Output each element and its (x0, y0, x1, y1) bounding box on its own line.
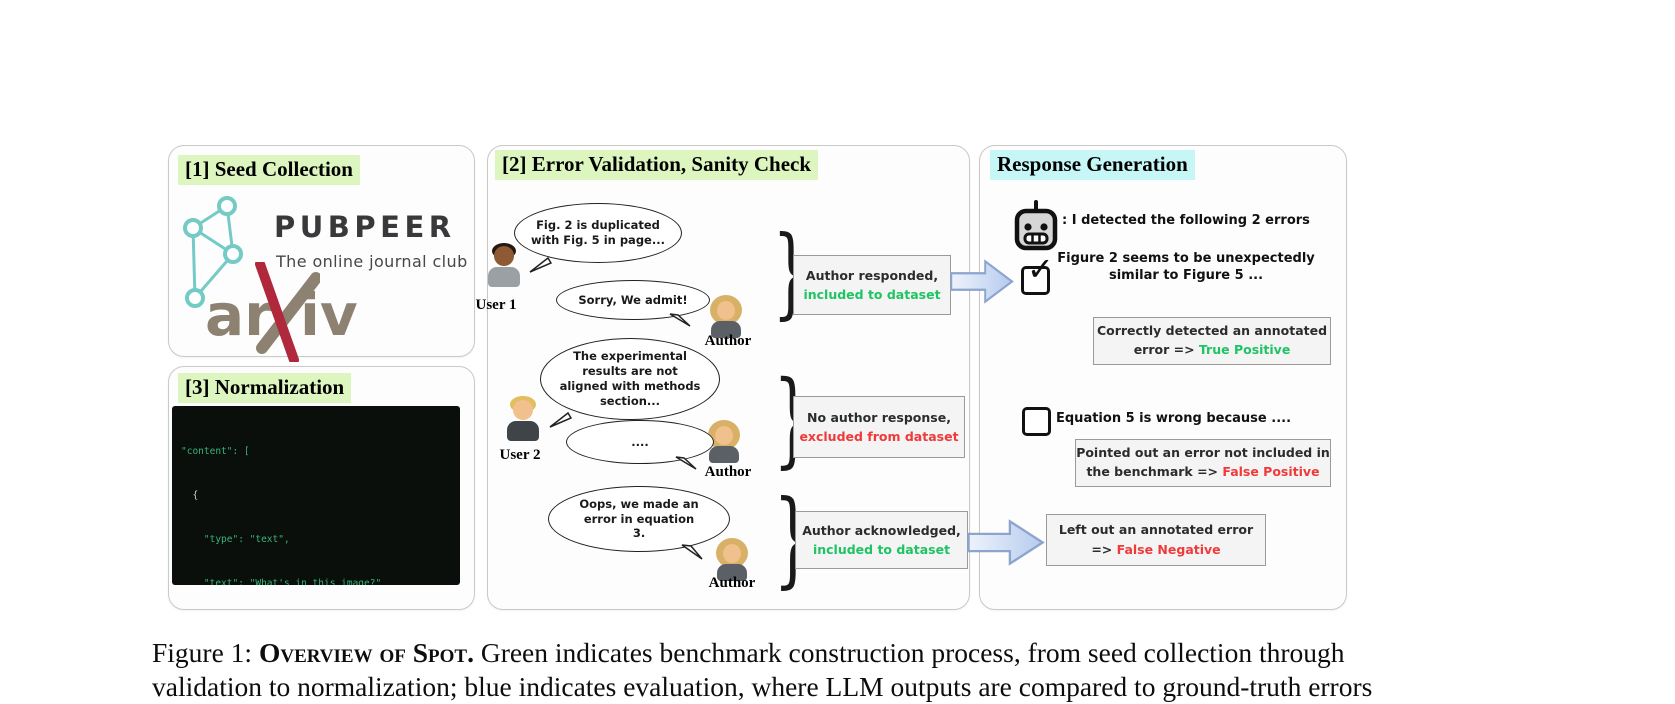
detected-error-2: Equation 5 is wrong because .... (1056, 411, 1292, 426)
arxiv-ar-text: ar (205, 281, 273, 349)
speech-bubble-user2: The experimental results are not aligned… (540, 338, 720, 420)
arrow-to-response-icon (950, 259, 1014, 304)
json-code-block: "content": [ { "type": "text", "text": "… (172, 406, 460, 585)
speech-bubble-user1: Fig. 2 is duplicated with Fig. 5 in page… (514, 203, 682, 263)
code-line: { (181, 489, 199, 501)
bubble-tail (675, 456, 697, 470)
bubble-tail (669, 313, 691, 327)
false-negative-box: Left out an annotated error => False Neg… (1046, 514, 1266, 566)
speech-bubble-author3: Oops, we made an error in equation 3. (548, 486, 730, 552)
speech-bubble-author2: .... (566, 420, 714, 464)
code-line: "text": "What's in this image?" (181, 577, 382, 585)
error-validation-title: [2] Error Validation, Sanity Check (495, 150, 819, 180)
robot-icon (1014, 200, 1058, 251)
pubpeer-tagline: The online journal club (276, 252, 468, 271)
author3-label: Author (708, 575, 756, 591)
outcome-box-3: Author acknowledged, included to dataset (795, 511, 968, 569)
response-generation-title: Response Generation (990, 150, 1195, 180)
code-line: "type": "text", (181, 533, 290, 545)
arrow-to-false-negative-icon (967, 519, 1045, 566)
author1-label: Author (704, 333, 752, 349)
false-positive-box: Pointed out an error not included in the… (1075, 439, 1331, 487)
author2-label: Author (704, 464, 752, 480)
arxiv-x-icon (255, 262, 320, 362)
caption-line-1: Figure 1: Overview of Spot. Green indica… (152, 637, 1345, 668)
outcome-box-1: Author responded, included to dataset (793, 255, 951, 315)
checkbox-checked-icon: ✓ (1021, 253, 1054, 295)
speech-bubble-author1: Sorry, We admit! (556, 280, 710, 320)
user1-label: User 1 (475, 297, 517, 313)
author1-avatar (708, 295, 744, 339)
robot-message: : I detected the following 2 errors (1062, 213, 1310, 228)
detected-error-1: Figure 2 seems to be unexpectedly simila… (1057, 251, 1315, 283)
outcome-box-2: No author response, excluded from datase… (793, 396, 965, 458)
checkbox-unchecked-icon (1022, 407, 1051, 436)
bubble-tail (549, 411, 572, 428)
author3-avatar (714, 538, 750, 582)
pubpeer-network-icon (183, 196, 243, 308)
author2-avatar (706, 420, 742, 466)
true-positive-box: Correctly detected an annotated error =>… (1093, 317, 1331, 365)
user2-avatar (505, 396, 541, 444)
code-line: "content": [ (181, 446, 250, 458)
normalization-title: [3] Normalization (178, 373, 352, 403)
user1-avatar (486, 243, 522, 291)
caption-line-2: validation to normalization; blue indica… (152, 671, 1373, 702)
checkmark-icon: ✓ (1027, 250, 1054, 288)
seed-collection-title: [1] Seed Collection (178, 155, 360, 185)
figure-caption: Figure 1: Overview of Spot. Green indica… (152, 636, 1382, 704)
bubble-tail (529, 256, 552, 273)
pubpeer-wordmark: PUBPEER (274, 210, 456, 244)
bubble-tail (681, 544, 703, 560)
user2-label: User 2 (499, 447, 541, 463)
